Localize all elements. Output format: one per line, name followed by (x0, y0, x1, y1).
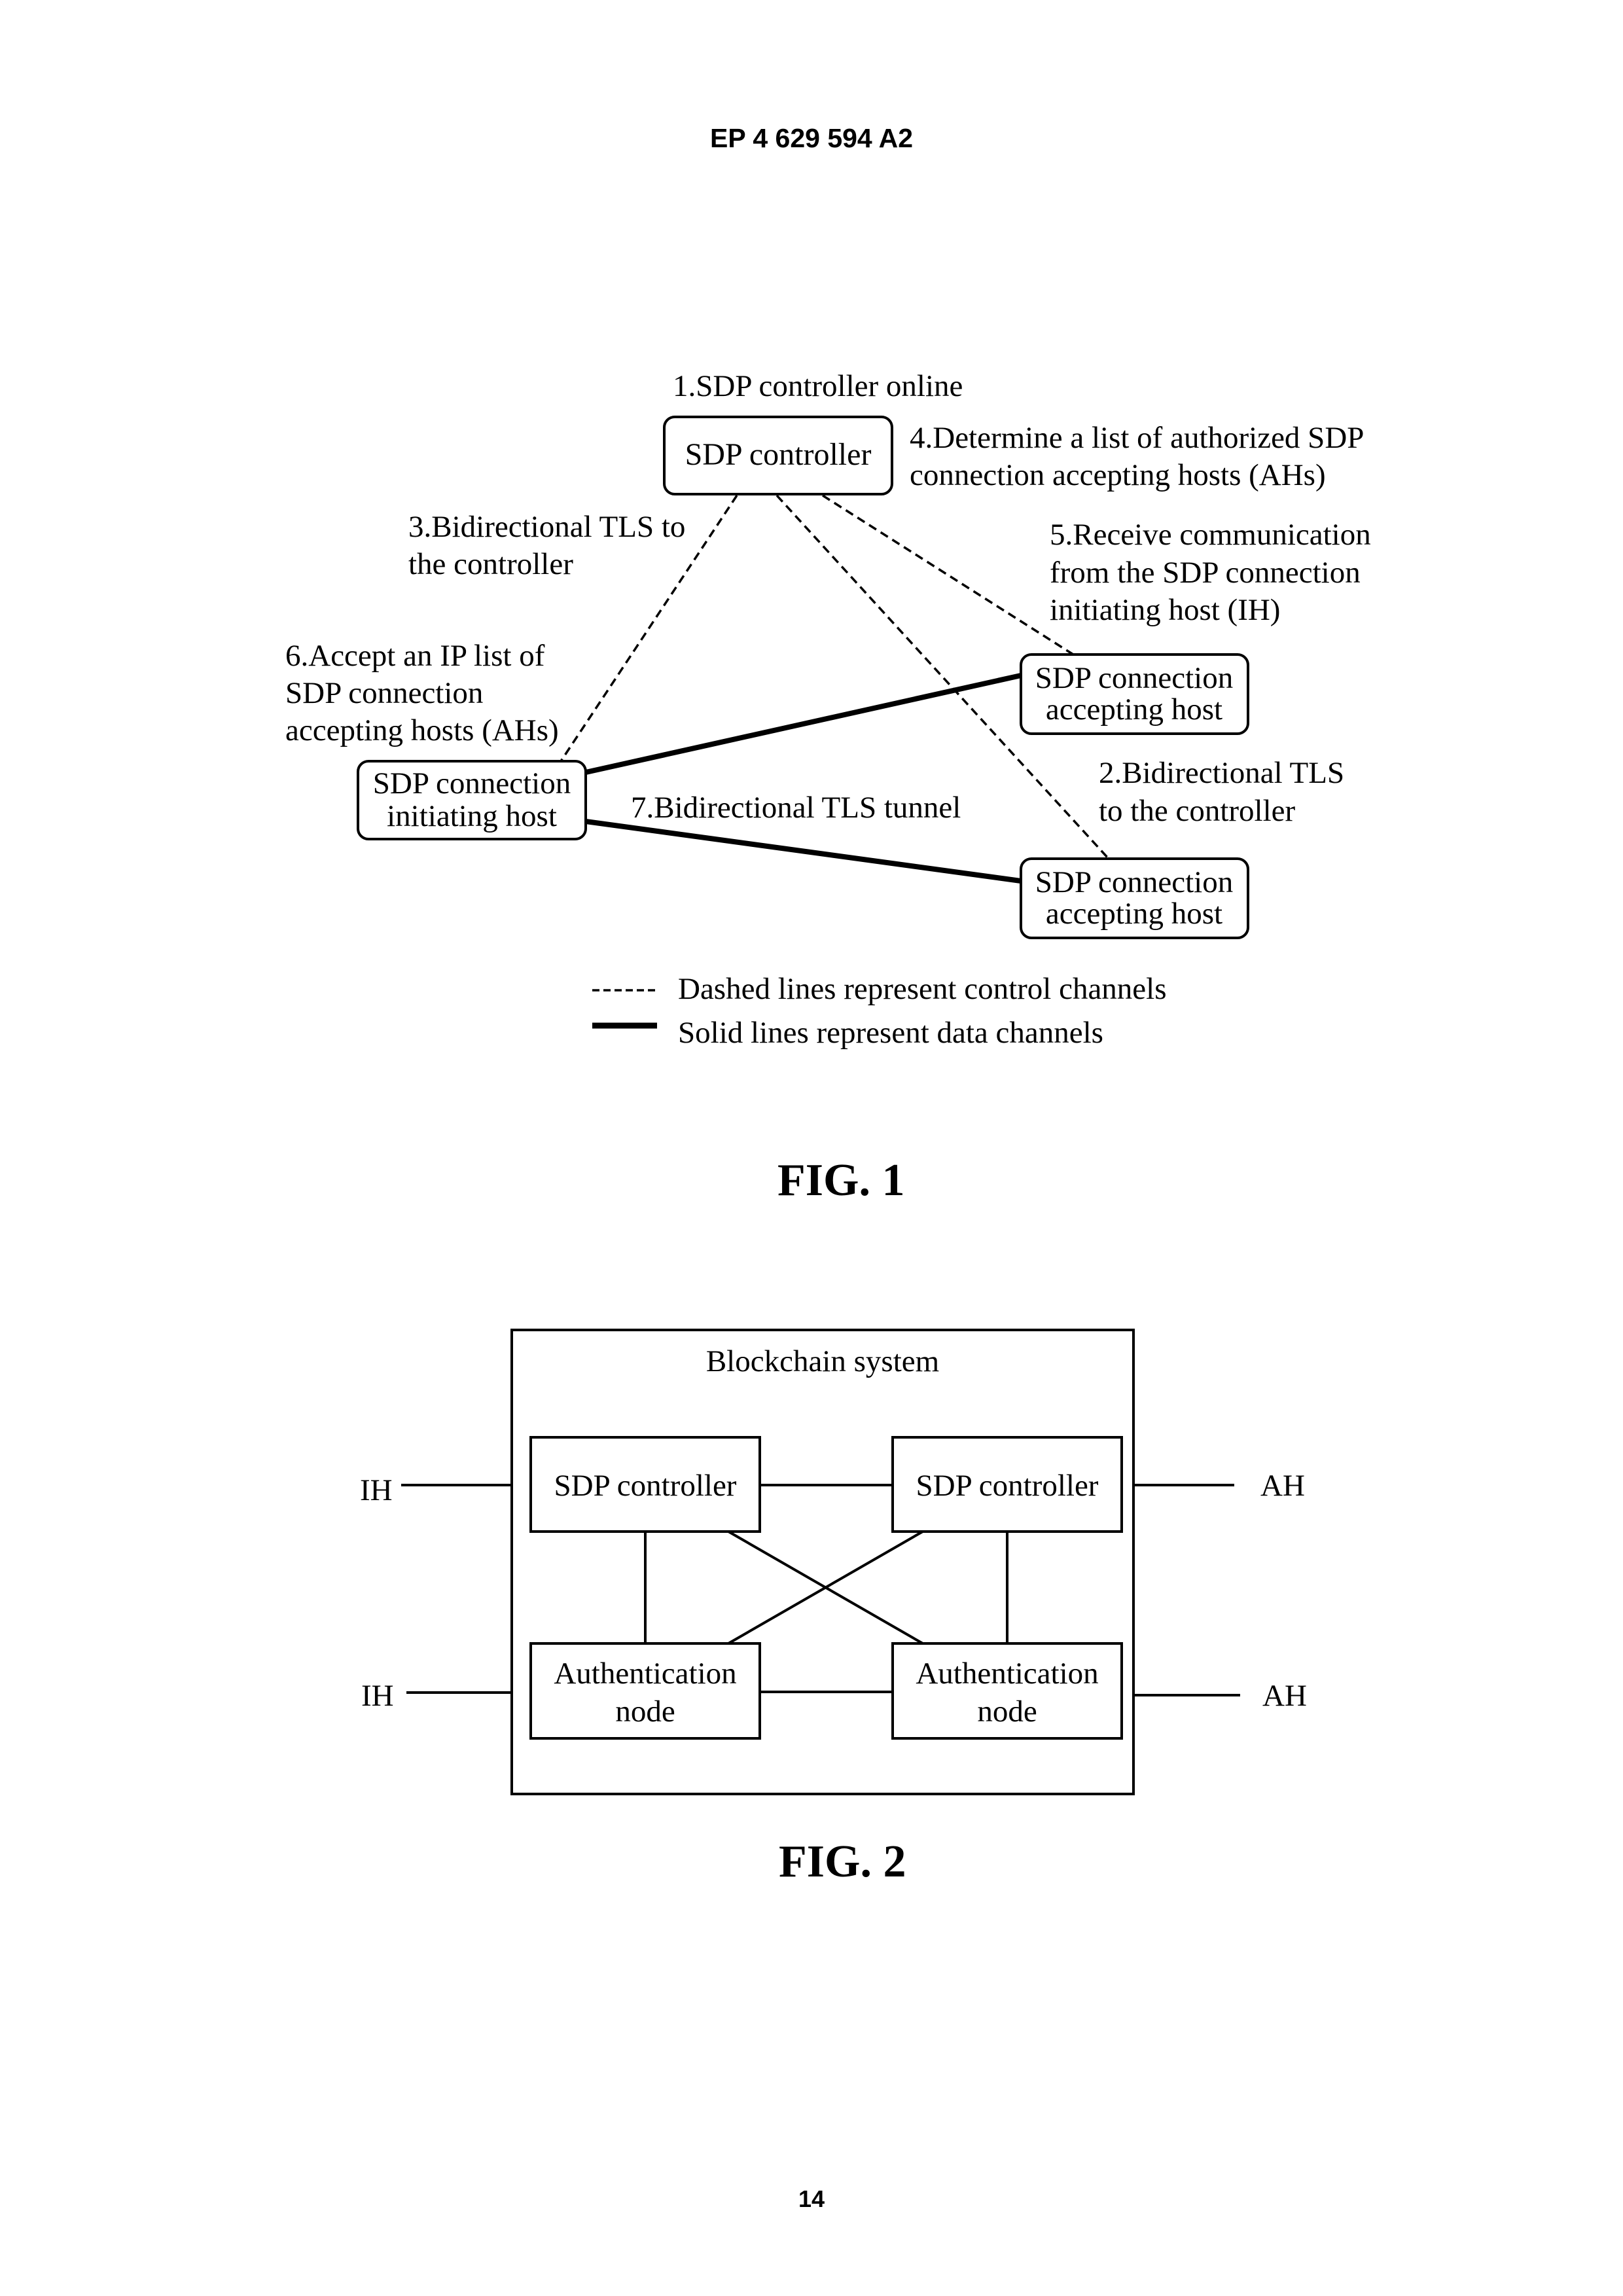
step-5-label-line3: initiating host (IH) (1050, 593, 1280, 627)
ah-label-bottom: AH (1262, 1679, 1307, 1713)
accepting-host-node-upper: SDP connection accepting host (1021, 655, 1248, 734)
authentication-node-left-label-line1: Authentication (554, 1657, 736, 1691)
data-channel-to-lower-accepting-host (586, 821, 1021, 881)
step-2-label-line2: to the controller (1099, 794, 1296, 828)
accepting-host-node-lower: SDP connection accepting host (1021, 859, 1248, 938)
step-5-label-line2: from the SDP connection (1050, 556, 1361, 590)
figure-1-caption: FIG. 1 (777, 1155, 904, 1206)
figure-1: SDP controller SDP connection initiating… (285, 369, 1371, 1206)
authentication-node-left: Authentication node (531, 1643, 760, 1738)
page-number: 14 (0, 2185, 1623, 2213)
data-channel-to-upper-accepting-host (586, 675, 1021, 772)
step-2-label-line1: 2.Bidirectional TLS (1099, 756, 1344, 790)
legend-dashed-label: Dashed lines represent control channels (678, 972, 1167, 1006)
accepting-host-lower-label-line2: accepting host (1046, 897, 1222, 931)
step-3-label-line2: the controller (408, 547, 573, 581)
sdp-controller-node: SDP controller (664, 417, 892, 494)
step-6-label-line1: 6.Accept an IP list of (285, 639, 545, 673)
step-6-label-line2: SDP connection (285, 676, 483, 710)
sdp-controller-right: SDP controller (893, 1437, 1122, 1532)
initiating-host-node: SDP connection initiating host (358, 761, 586, 839)
accepting-host-lower-label-line1: SDP connection (1035, 865, 1233, 899)
initiating-host-label-line2: initiating host (387, 799, 557, 833)
accepting-host-upper-label-line1: SDP connection (1035, 661, 1233, 695)
sdp-controller-left: SDP controller (531, 1437, 760, 1532)
step-5-label-line1: 5.Receive communication (1050, 518, 1371, 552)
figure-1-legend: Dashed lines represent control channels … (592, 972, 1167, 1050)
ih-label-bottom: IH (361, 1679, 394, 1713)
step-7-label: 7.Bidirectional TLS tunnel (631, 791, 961, 825)
step-6-label-line3: accepting hosts (AHs) (285, 713, 559, 747)
step-4-label-line1: 4.Determine a list of authorized SDP (910, 421, 1364, 455)
step-3-label-line1: 3.Bidirectional TLS to (408, 510, 685, 544)
authentication-node-right-label-line2: node (977, 1695, 1037, 1729)
control-channel-controller-to-upper-accepting-host (823, 495, 1073, 655)
figure-2: Blockchain system SDP controller SDP con… (360, 1330, 1307, 1887)
authentication-node-right-label-line1: Authentication (916, 1657, 1098, 1691)
authentication-node-left-label-line2: node (615, 1695, 675, 1729)
sdp-controller-label: SDP controller (685, 437, 872, 472)
authentication-node-right: Authentication node (893, 1643, 1122, 1738)
accepting-host-upper-label-line2: accepting host (1046, 692, 1222, 726)
initiating-host-label-line1: SDP connection (373, 766, 571, 800)
ih-label-top: IH (360, 1473, 393, 1507)
figure-2-caption: FIG. 2 (779, 1837, 906, 1887)
ah-label-top: AH (1260, 1469, 1305, 1503)
step-4-label-line2: connection accepting hosts (AHs) (910, 458, 1326, 492)
step-1-label: 1.SDP controller online (673, 369, 963, 403)
blockchain-system-label: Blockchain system (706, 1344, 939, 1378)
sdp-controller-left-label: SDP controller (554, 1469, 737, 1503)
legend-solid-label: Solid lines represent data channels (678, 1016, 1103, 1050)
sdp-controller-right-label: SDP controller (916, 1469, 1099, 1503)
